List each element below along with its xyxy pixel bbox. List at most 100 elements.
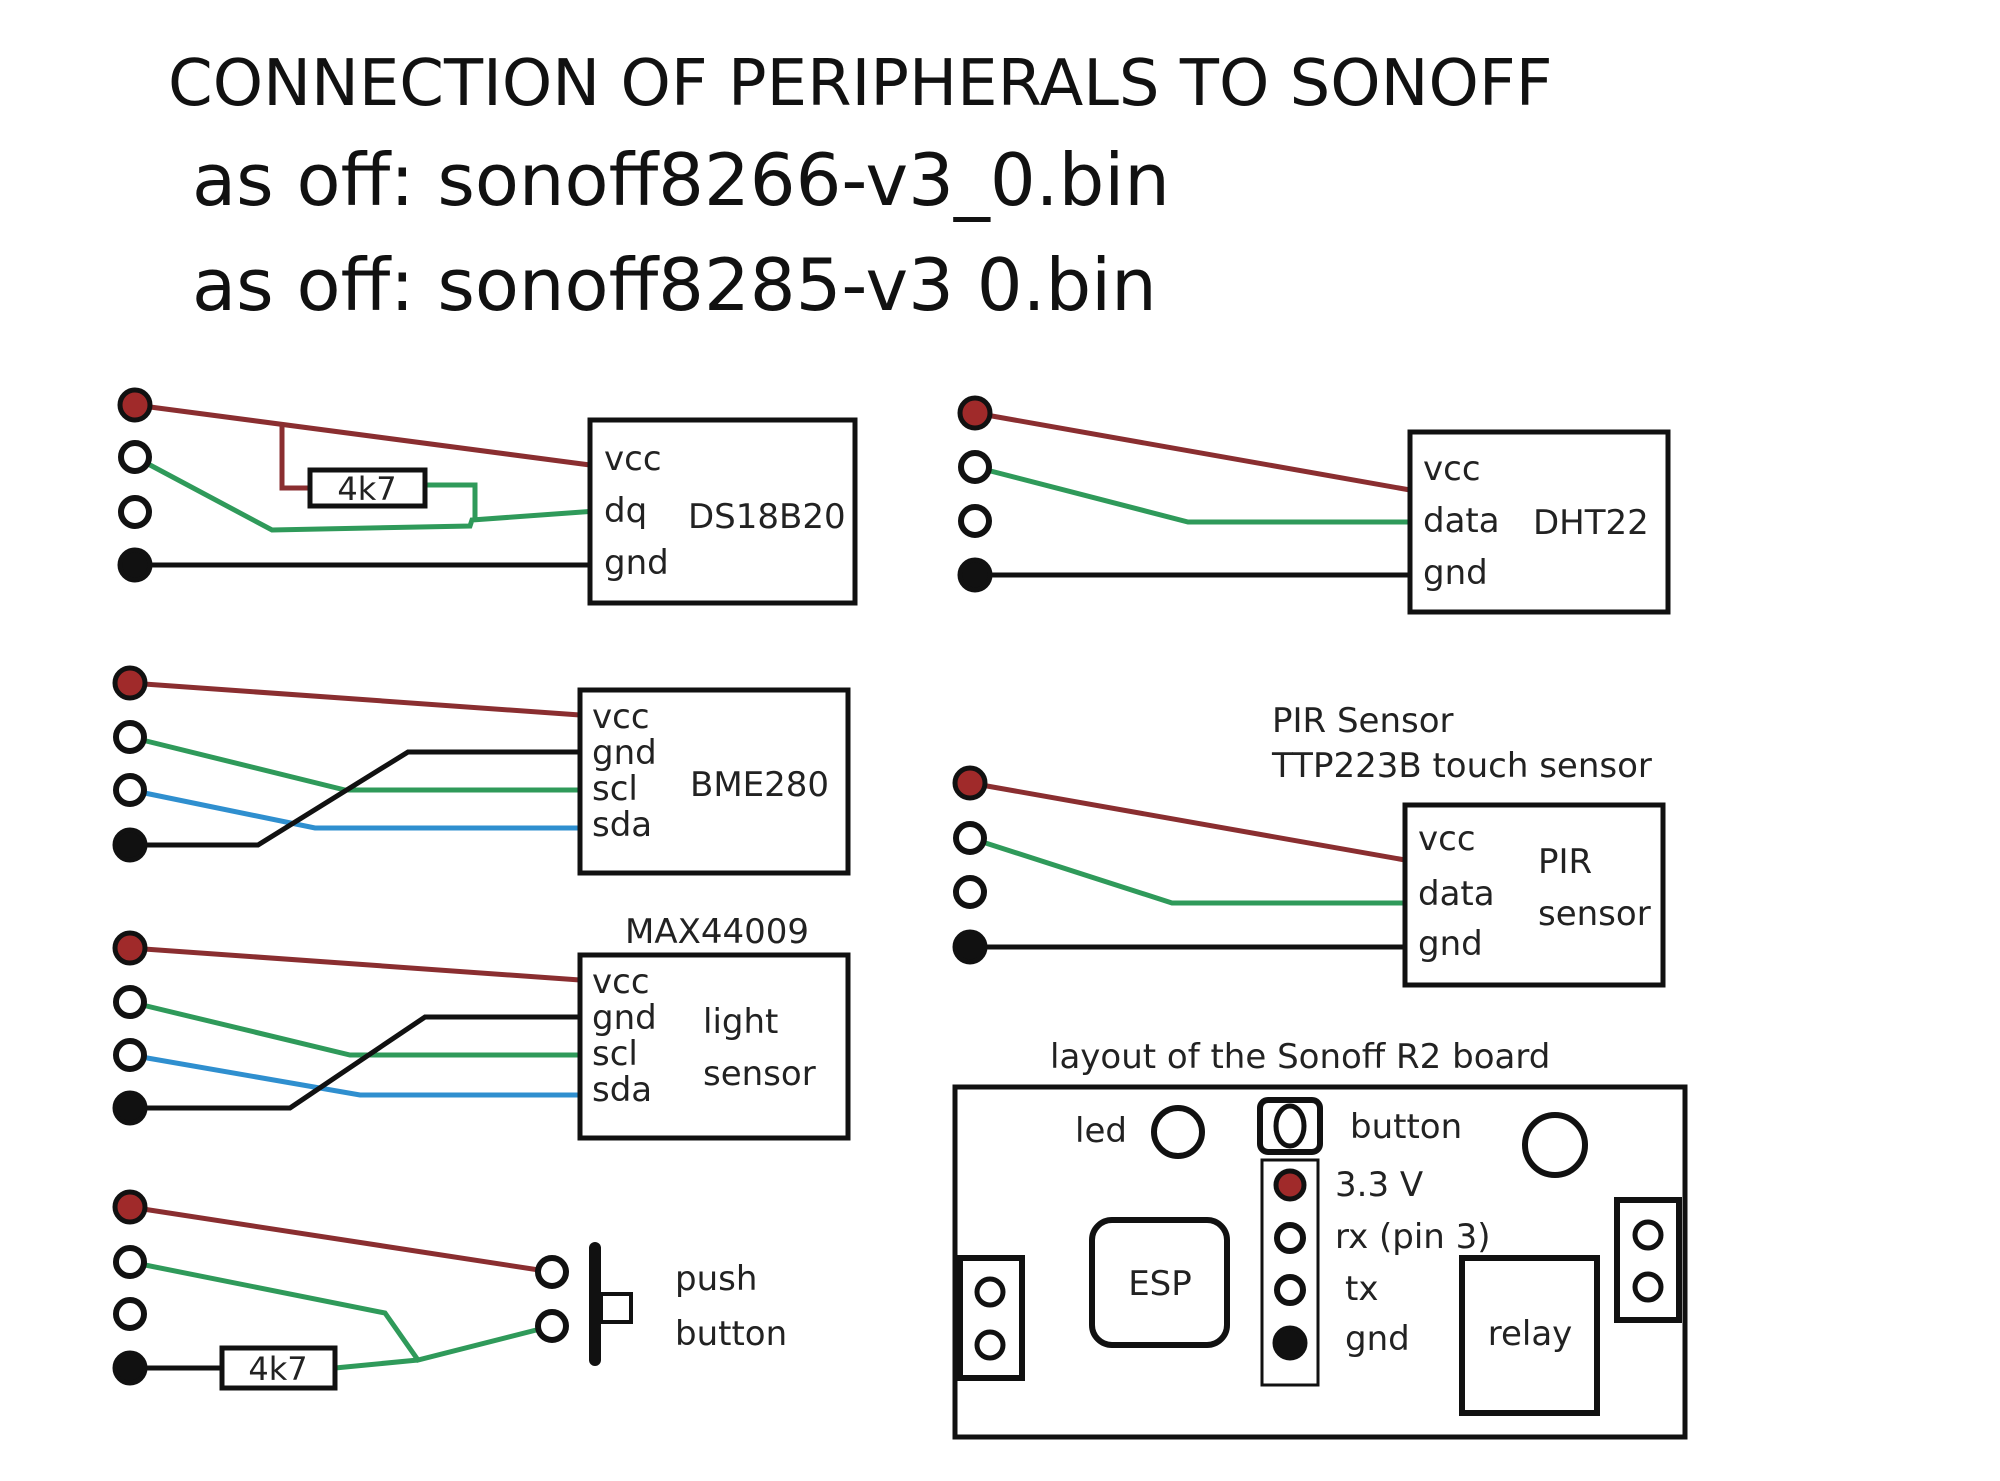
pir-vcc-terminal bbox=[952, 765, 988, 801]
pir-caption-1: PIR Sensor bbox=[1272, 701, 1454, 741]
max44009-pin-gnd: gnd bbox=[592, 998, 657, 1038]
bme280-pin-scl: scl bbox=[592, 769, 638, 809]
board-pin-tx-label: tx bbox=[1345, 1269, 1378, 1309]
max44009-pin-scl: scl bbox=[592, 1034, 638, 1074]
diagram-title: CONNECTION OF PERIPHERALS TO SONOFF bbox=[168, 47, 1553, 121]
ds18b20-resistor bbox=[307, 467, 428, 509]
pushbutton-contact-top bbox=[535, 1255, 569, 1289]
board-pin-tx bbox=[1274, 1274, 1306, 1306]
pushbutton-name-2: button bbox=[675, 1314, 787, 1354]
pushbutton-resistor-label: 4k7 bbox=[248, 1350, 307, 1388]
board-caption: layout of the Sonoff R2 board bbox=[1050, 1037, 1550, 1077]
board-terminal-right-screw-2 bbox=[1632, 1271, 1664, 1303]
dht22-name: DHT22 bbox=[1533, 503, 1649, 543]
max44009-circuit: MAX44009 vcc gnd scl sda light sensor bbox=[112, 912, 851, 1141]
board-led-label: led bbox=[1075, 1111, 1127, 1151]
sonoff-r2-board: layout of the Sonoff R2 board led button… bbox=[952, 1037, 1688, 1440]
bme280-spare-terminal bbox=[113, 773, 147, 807]
ds18b20-pullup-data-wire bbox=[425, 482, 478, 520]
board-terminal-left-screw-1 bbox=[974, 1276, 1006, 1308]
pushbutton-contact-bottom bbox=[535, 1309, 569, 1343]
pir-pin-vcc: vcc bbox=[1418, 819, 1476, 859]
board-pin-3v3-label: 3.3 V bbox=[1335, 1165, 1423, 1205]
pushbutton-data-wire bbox=[129, 1259, 553, 1363]
bme280-gnd-terminal bbox=[112, 827, 148, 863]
board-pin-gnd-label: gnd bbox=[1345, 1319, 1410, 1359]
pushbutton-name-1: push bbox=[675, 1259, 757, 1299]
dht22-gnd-terminal bbox=[957, 557, 993, 593]
board-pin-rx bbox=[1274, 1222, 1306, 1254]
max44009-vcc-wire bbox=[129, 945, 581, 983]
pushbutton-resistor-wire bbox=[334, 1357, 419, 1371]
pushbutton-resistor bbox=[219, 1345, 338, 1391]
pir-caption-2: TTP223B touch sensor bbox=[1271, 746, 1652, 786]
firmware-line-2: as off: sonoff8285-v3 0.bin bbox=[192, 243, 1157, 327]
max44009-pin-vcc: vcc bbox=[592, 962, 650, 1002]
pushbutton-spare-terminal bbox=[113, 1297, 147, 1331]
dht22-circuit: vcc data gnd DHT22 bbox=[957, 395, 1671, 615]
max44009-box bbox=[577, 952, 851, 1141]
pushbutton-vcc-terminal bbox=[112, 1189, 148, 1225]
ds18b20-gnd-terminal bbox=[117, 547, 153, 583]
max44009-gnd-wire bbox=[130, 1014, 580, 1111]
board-esp-label: ESP bbox=[1128, 1264, 1192, 1304]
ds18b20-box bbox=[587, 417, 858, 606]
max44009-sda-wire bbox=[129, 1052, 580, 1098]
max44009-vcc-terminal bbox=[112, 930, 148, 966]
bme280-pin-gnd: gnd bbox=[592, 733, 657, 773]
bme280-sda-wire bbox=[129, 787, 580, 831]
firmware-line-1: as off: sonoff8266-v3_0.bin bbox=[192, 138, 1170, 222]
max44009-io-terminal bbox=[113, 985, 147, 1019]
pushbutton-gnd-terminal bbox=[112, 1350, 148, 1386]
ds18b20-pin-gnd: gnd bbox=[604, 543, 669, 583]
max44009-pin-sda: sda bbox=[592, 1070, 652, 1110]
dht22-box bbox=[1407, 429, 1671, 615]
ds18b20-data-wire bbox=[133, 454, 611, 533]
pushbutton-vcc-wire bbox=[129, 1204, 553, 1275]
board-pin-rx-label: rx (pin 3) bbox=[1335, 1217, 1491, 1257]
ds18b20-io-terminal bbox=[118, 440, 152, 474]
bme280-vcc-terminal bbox=[112, 665, 148, 701]
dht22-io-terminal bbox=[958, 450, 992, 484]
pir-gnd-terminal bbox=[952, 929, 988, 965]
pushbutton-plunger bbox=[599, 1292, 633, 1324]
pir-pin-gnd: gnd bbox=[1418, 924, 1483, 964]
dht22-data-wire bbox=[974, 464, 1410, 525]
pir-vcc-wire bbox=[969, 780, 1406, 863]
max44009-name-1: light bbox=[703, 1002, 778, 1042]
pir-name-2: sensor bbox=[1538, 894, 1651, 934]
pir-circuit: PIR Sensor TTP223B touch sensor vcc data… bbox=[952, 701, 1666, 988]
board-relay-label: relay bbox=[1488, 1314, 1573, 1354]
bme280-pin-vcc: vcc bbox=[592, 697, 650, 737]
bme280-vcc-wire bbox=[129, 680, 581, 718]
board-esp-chip bbox=[1089, 1217, 1230, 1348]
pushbutton-circuit: 4k7 push button bbox=[112, 1189, 787, 1391]
max44009-caption: MAX44009 bbox=[625, 912, 809, 952]
ds18b20-vcc-wire bbox=[134, 402, 591, 468]
dht22-vcc-terminal bbox=[957, 395, 993, 431]
max44009-name-2: sensor bbox=[703, 1054, 816, 1094]
max44009-gnd-terminal bbox=[112, 1090, 148, 1126]
bme280-pin-sda: sda bbox=[592, 805, 652, 845]
board-pin-3v3 bbox=[1273, 1168, 1307, 1202]
board-button-label: button bbox=[1350, 1107, 1462, 1147]
ds18b20-pullup-wire bbox=[279, 424, 310, 491]
dht22-spare-terminal bbox=[958, 504, 992, 538]
dht22-pin-data: data bbox=[1423, 501, 1500, 541]
pir-io-terminal bbox=[953, 821, 987, 855]
max44009-spare-terminal bbox=[113, 1038, 147, 1072]
board-mount-hole bbox=[1522, 1112, 1588, 1178]
ds18b20-pin-dq: dq bbox=[604, 491, 647, 531]
pushbutton-io-terminal bbox=[113, 1245, 147, 1279]
board-led bbox=[1151, 1105, 1205, 1159]
bme280-gnd-wire bbox=[130, 749, 580, 848]
board-terminal-right-screw-1 bbox=[1632, 1219, 1664, 1251]
bme280-name: BME280 bbox=[690, 765, 829, 805]
board-pin-gnd bbox=[1272, 1325, 1308, 1361]
board-button bbox=[1273, 1103, 1307, 1149]
ds18b20-spare-terminal bbox=[118, 495, 152, 529]
dht22-vcc-wire bbox=[974, 410, 1411, 493]
pir-data-wire bbox=[969, 835, 1405, 906]
pir-spare-terminal bbox=[953, 875, 987, 909]
